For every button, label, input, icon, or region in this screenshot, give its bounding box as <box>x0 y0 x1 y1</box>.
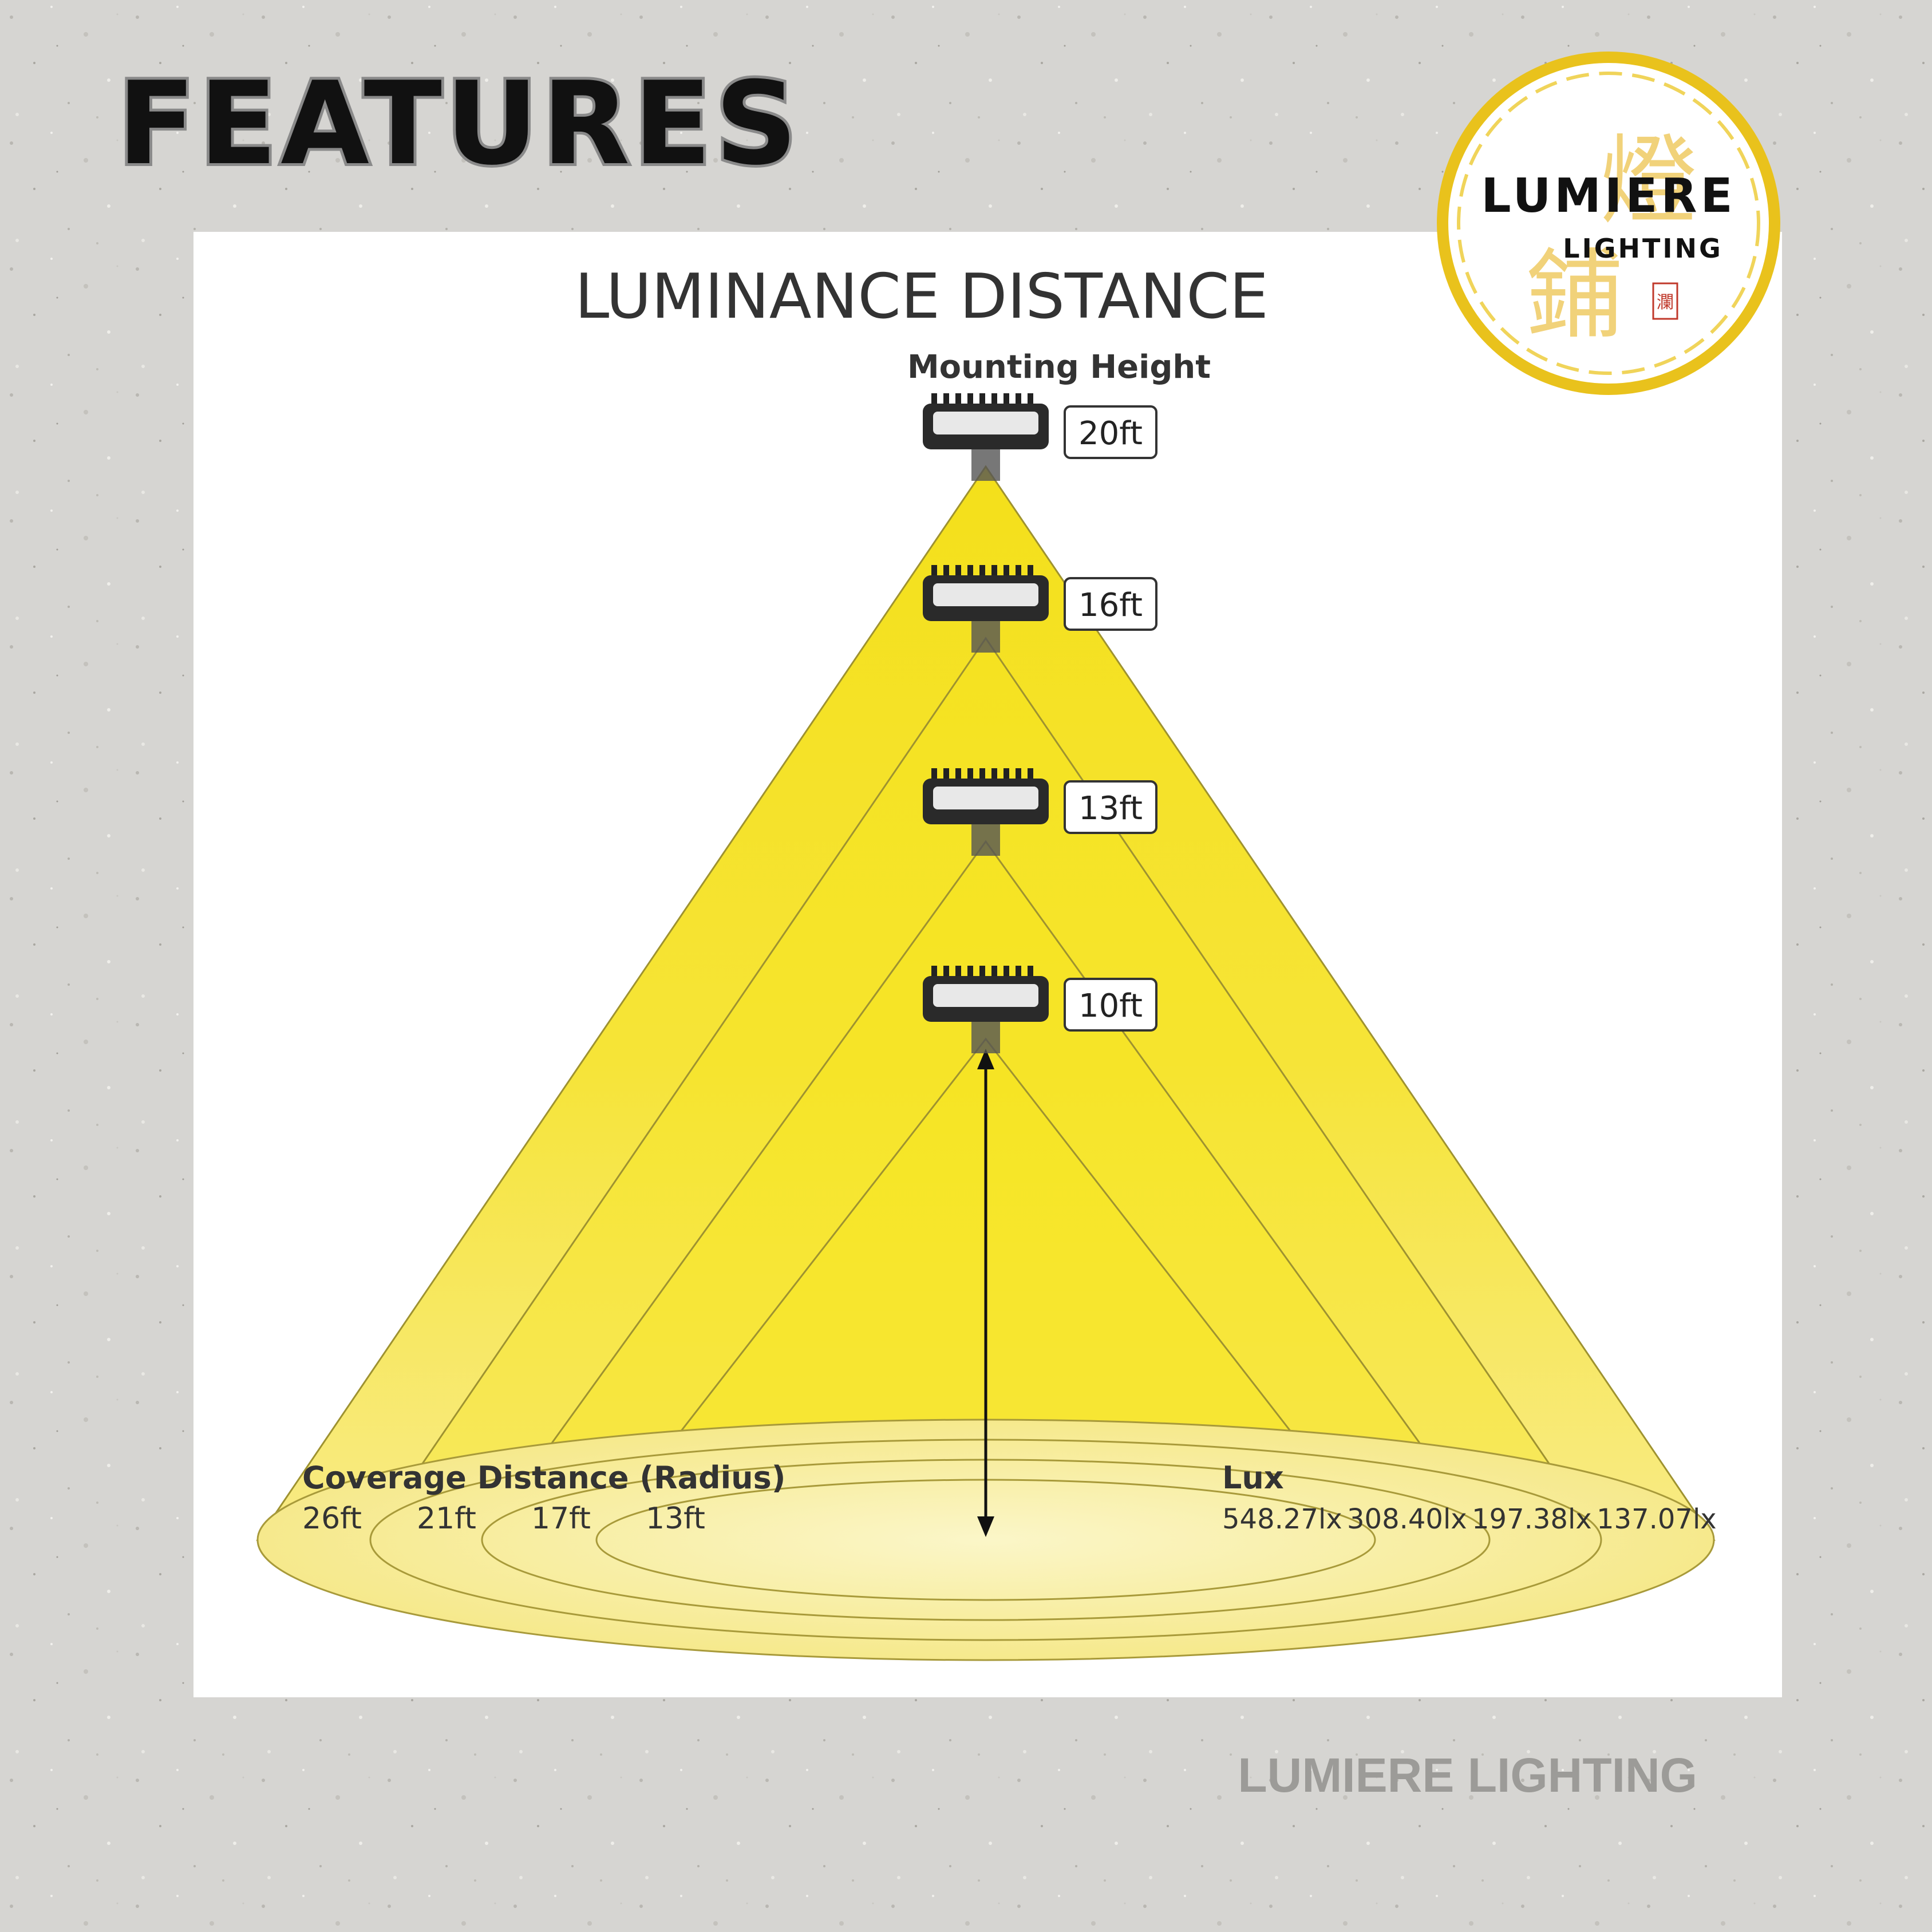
logo-brush-ring <box>1457 72 1760 375</box>
lumiere-logo: 燈 鋪 LUMIERE LIGHTING 瀾 <box>1437 52 1780 395</box>
height-tag <box>1064 780 1157 834</box>
logo-sub: LIGHTING <box>1563 233 1722 264</box>
heat-fin <box>991 393 997 408</box>
fixture: 20ft <box>923 393 1157 481</box>
fixture: 10ft <box>923 966 1157 1053</box>
arrow-down-icon <box>977 1516 994 1537</box>
height-tag-label: 16ft <box>1078 587 1143 624</box>
radius-value: 26ft <box>302 1502 362 1536</box>
mounting-height-label: Mounting Height <box>907 349 1211 386</box>
floodlight-lens <box>933 583 1038 606</box>
heat-fin <box>979 565 985 580</box>
heat-fin <box>1003 565 1009 580</box>
diagram-title: LUMINANCE DISTANCE <box>575 261 1269 333</box>
heat-fin <box>991 768 997 783</box>
logo-glyph-bottom: 鋪 <box>1526 239 1623 353</box>
heat-fin <box>1016 393 1021 408</box>
fixture-mount <box>971 449 1000 481</box>
lux-value: 137.07lx <box>1597 1503 1717 1535</box>
heat-fin <box>967 966 973 981</box>
fixture: 13ft <box>923 768 1157 856</box>
heat-fin <box>979 966 985 981</box>
heat-fin <box>967 768 973 783</box>
heat-fin <box>979 393 985 408</box>
heat-fin <box>955 565 961 580</box>
heat-fin <box>991 565 997 580</box>
height-tag-label: 10ft <box>1078 987 1143 1025</box>
heat-fin <box>931 393 937 408</box>
height-tag-label: 13ft <box>1078 790 1143 827</box>
heat-fin <box>1028 565 1033 580</box>
floodlight-lens <box>933 412 1038 434</box>
fixtures: 20ft 16ft 13ft 10ft <box>923 393 1157 1053</box>
logo-brand: LUMIERE <box>1481 169 1736 223</box>
heat-fin <box>943 565 949 580</box>
height-arrow <box>977 1049 994 1537</box>
heat-fin <box>991 966 997 981</box>
heat-fin <box>967 393 973 408</box>
fixture-mount <box>971 621 1000 653</box>
heat-fin <box>1016 768 1021 783</box>
heat-fin <box>943 966 949 981</box>
heat-fin <box>931 768 937 783</box>
watermark: LUMIERE LIGHTING <box>1238 1748 1697 1802</box>
floodlight-lens <box>933 787 1038 809</box>
height-tag-label: 20ft <box>1078 415 1143 452</box>
fixture: 16ft <box>923 565 1157 653</box>
lux-value: 197.38lx <box>1472 1503 1592 1535</box>
heat-fin <box>967 565 973 580</box>
heat-fin <box>1003 768 1009 783</box>
heat-fin <box>955 393 961 408</box>
lux-label: Lux <box>1222 1460 1284 1496</box>
radius-labels: 26ft 21ft 17ft 13ft <box>302 1502 705 1536</box>
heat-fin <box>931 966 937 981</box>
coverage-distance-label: Coverage Distance (Radius) <box>302 1460 785 1496</box>
logo-ring <box>1437 52 1780 395</box>
height-tag <box>1064 577 1157 631</box>
logo-seal: 瀾 <box>1657 293 1674 313</box>
height-tag <box>1064 405 1157 459</box>
heat-fin <box>943 393 949 408</box>
heat-fin <box>1003 393 1009 408</box>
heat-fin <box>943 768 949 783</box>
logo-seal-stamp <box>1652 282 1678 320</box>
radius-value: 21ft <box>417 1502 476 1536</box>
heat-fin <box>1003 966 1009 981</box>
heat-fin <box>955 768 961 783</box>
lux-value: 308.40lx <box>1347 1503 1467 1535</box>
radius-value: 17ft <box>531 1502 591 1536</box>
heat-fin <box>1028 768 1033 783</box>
heat-fin <box>1028 393 1033 408</box>
radius-value: 13ft <box>646 1502 705 1536</box>
floodlight-lens <box>933 984 1038 1007</box>
height-tag <box>1064 978 1157 1032</box>
arrow-up-icon <box>977 1049 994 1069</box>
heat-fin <box>955 966 961 981</box>
heat-fin <box>931 565 937 580</box>
heat-fin <box>979 768 985 783</box>
logo-glyph-top: 燈 <box>1600 125 1697 238</box>
page-heading: FEATURES <box>117 57 801 191</box>
heat-fin <box>1028 966 1033 981</box>
heat-fin <box>1016 565 1021 580</box>
lux-value: 548.27lx <box>1222 1503 1342 1535</box>
fixture-mount <box>971 824 1000 856</box>
heat-fin <box>1016 966 1021 981</box>
fixture-mount <box>971 1022 1000 1053</box>
